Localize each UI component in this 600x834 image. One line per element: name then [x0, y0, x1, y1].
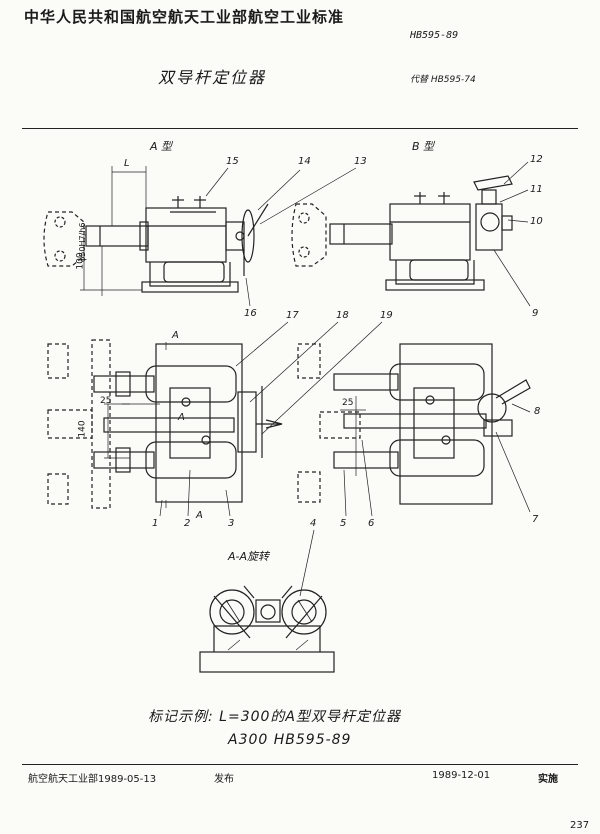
marking-example-text: 标记示例: L=300的A型双导杆定位器 [148, 709, 401, 725]
page-number: 237 [570, 820, 590, 831]
callout-4: 4 [310, 518, 317, 529]
issuing-organization: 中华人民共和国航空航天工业部航空工业标准 [24, 8, 345, 26]
replaces-standard: 代替 HB595-74 [410, 75, 476, 85]
marking-example-code: A300 HB595-89 [228, 732, 352, 748]
arrow-mark: A [178, 412, 185, 423]
dim-L: L [124, 158, 130, 169]
leader-lines [159, 161, 531, 597]
type-b-plan-view [297, 343, 531, 505]
callout-7: 7 [532, 514, 539, 525]
view-mark-bottom: A [196, 510, 203, 521]
callout-9: 9 [532, 308, 539, 319]
callout-5: 5 [340, 518, 347, 529]
header-rule [22, 128, 578, 129]
document-title: 双导杆定位器 [158, 68, 267, 87]
dim-diameter: φ50H7/h6 [78, 222, 87, 262]
effective-word: 实施 [538, 774, 558, 785]
section-label: A-A旋转 [228, 550, 270, 563]
dim-140: 140 [77, 420, 88, 438]
callout-2: 2 [184, 518, 191, 529]
callout-12: 12 [530, 154, 543, 165]
callout-17: 17 [286, 310, 299, 321]
type-a-side-view [43, 166, 269, 296]
issued-by: 航空航天工业部1989-05-13 [28, 774, 157, 785]
callout-11: 11 [530, 184, 543, 195]
technical-drawing [43, 161, 531, 673]
callout-3: 3 [228, 518, 235, 529]
type-b-label: B 型 [412, 140, 435, 153]
callout-6: 6 [368, 518, 375, 529]
callout-13: 13 [354, 156, 367, 167]
footer-rule [22, 764, 578, 765]
view-mark-top: A [172, 330, 179, 341]
callout-19: 19 [380, 310, 393, 321]
dim-25-a: 25 [100, 396, 112, 406]
callout-18: 18 [336, 310, 349, 321]
effective-date: 1989-12-01 [432, 770, 491, 781]
callout-10: 10 [530, 216, 543, 227]
dim-25-b: 25 [342, 398, 354, 408]
standard-number: HB595-89 [410, 30, 459, 41]
type-b-side-view [291, 175, 513, 291]
issued-word: 发布 [214, 774, 234, 785]
callout-16: 16 [244, 308, 257, 319]
callout-14: 14 [298, 156, 311, 167]
type-a-label: A 型 [150, 140, 173, 153]
callout-15: 15 [226, 156, 239, 167]
callout-1: 1 [152, 518, 159, 529]
section-a-a-view [199, 585, 335, 673]
callout-8: 8 [534, 406, 541, 417]
type-a-plan-view [47, 339, 283, 509]
